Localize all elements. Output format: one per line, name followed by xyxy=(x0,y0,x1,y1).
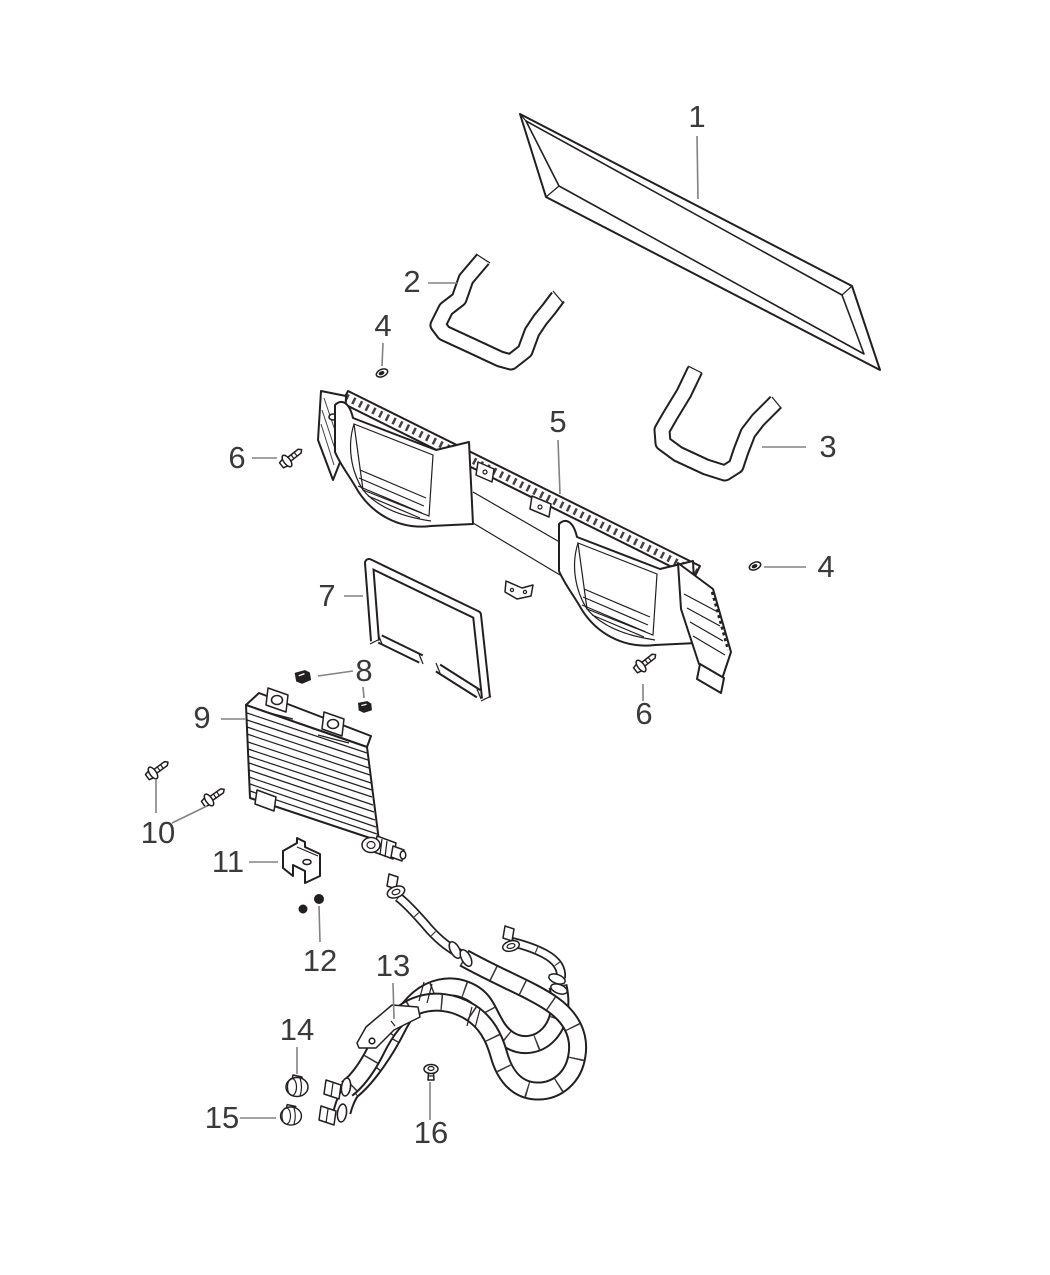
part-push-pin-clip-1 xyxy=(294,670,312,684)
callout-15: 15 xyxy=(204,1099,240,1135)
part-screw-lower-2 xyxy=(200,788,225,808)
callout-12: 12 xyxy=(302,942,338,978)
part-hose-clamp-lower xyxy=(279,1103,303,1126)
callout-1: 1 xyxy=(688,98,706,134)
leader-line-13 xyxy=(392,982,395,1020)
part-retainer-clip-left xyxy=(375,368,389,378)
callout-9: 9 xyxy=(193,699,211,735)
part-air-duct-bracket-upper xyxy=(438,254,563,362)
part-screw-right xyxy=(632,653,657,674)
callout-13: 13 xyxy=(375,947,411,983)
callout-5: 5 xyxy=(549,403,567,439)
part-oil-cooler xyxy=(245,687,407,862)
leader-line-10b xyxy=(171,805,208,824)
callout-14: 14 xyxy=(279,1011,315,1047)
part-air-duct-bracket-lower xyxy=(662,366,781,473)
callout-6b: 6 xyxy=(635,695,653,731)
callout-11: 11 xyxy=(211,843,245,879)
part-hose-assembly xyxy=(318,873,578,1126)
callout-8: 8 xyxy=(355,652,373,688)
callout-3: 3 xyxy=(819,428,837,464)
part-air-guide-support xyxy=(317,390,732,694)
part-push-pin-clip-2 xyxy=(358,701,372,713)
part-screw-lower-1 xyxy=(144,760,169,781)
part-hose-clamp-upper xyxy=(285,1074,309,1098)
leader-line-8 xyxy=(317,670,354,677)
callout-10: 10 xyxy=(140,814,176,850)
leader-lines xyxy=(155,135,806,1120)
callout-16: 16 xyxy=(413,1114,449,1150)
leader-line-1 xyxy=(696,135,699,200)
leader-line-8b xyxy=(362,686,365,699)
callout-7: 7 xyxy=(318,577,336,613)
part-nuts xyxy=(298,894,324,914)
callout-6a: 6 xyxy=(228,439,246,475)
callout-2: 2 xyxy=(403,263,421,299)
leader-line-5 xyxy=(557,439,561,495)
callout-4a: 4 xyxy=(374,307,392,343)
part-mounting-bracket xyxy=(282,837,321,884)
part-seal-frame-lower xyxy=(369,563,492,701)
leader-line-12 xyxy=(318,905,321,943)
leader-line-4a xyxy=(381,342,384,367)
part-seal-frame-upper xyxy=(519,113,881,371)
part-screw-left xyxy=(278,448,303,469)
callout-4b: 4 xyxy=(817,548,835,584)
part-bolt xyxy=(423,1063,439,1081)
part-retainer-clip-right xyxy=(748,561,762,571)
